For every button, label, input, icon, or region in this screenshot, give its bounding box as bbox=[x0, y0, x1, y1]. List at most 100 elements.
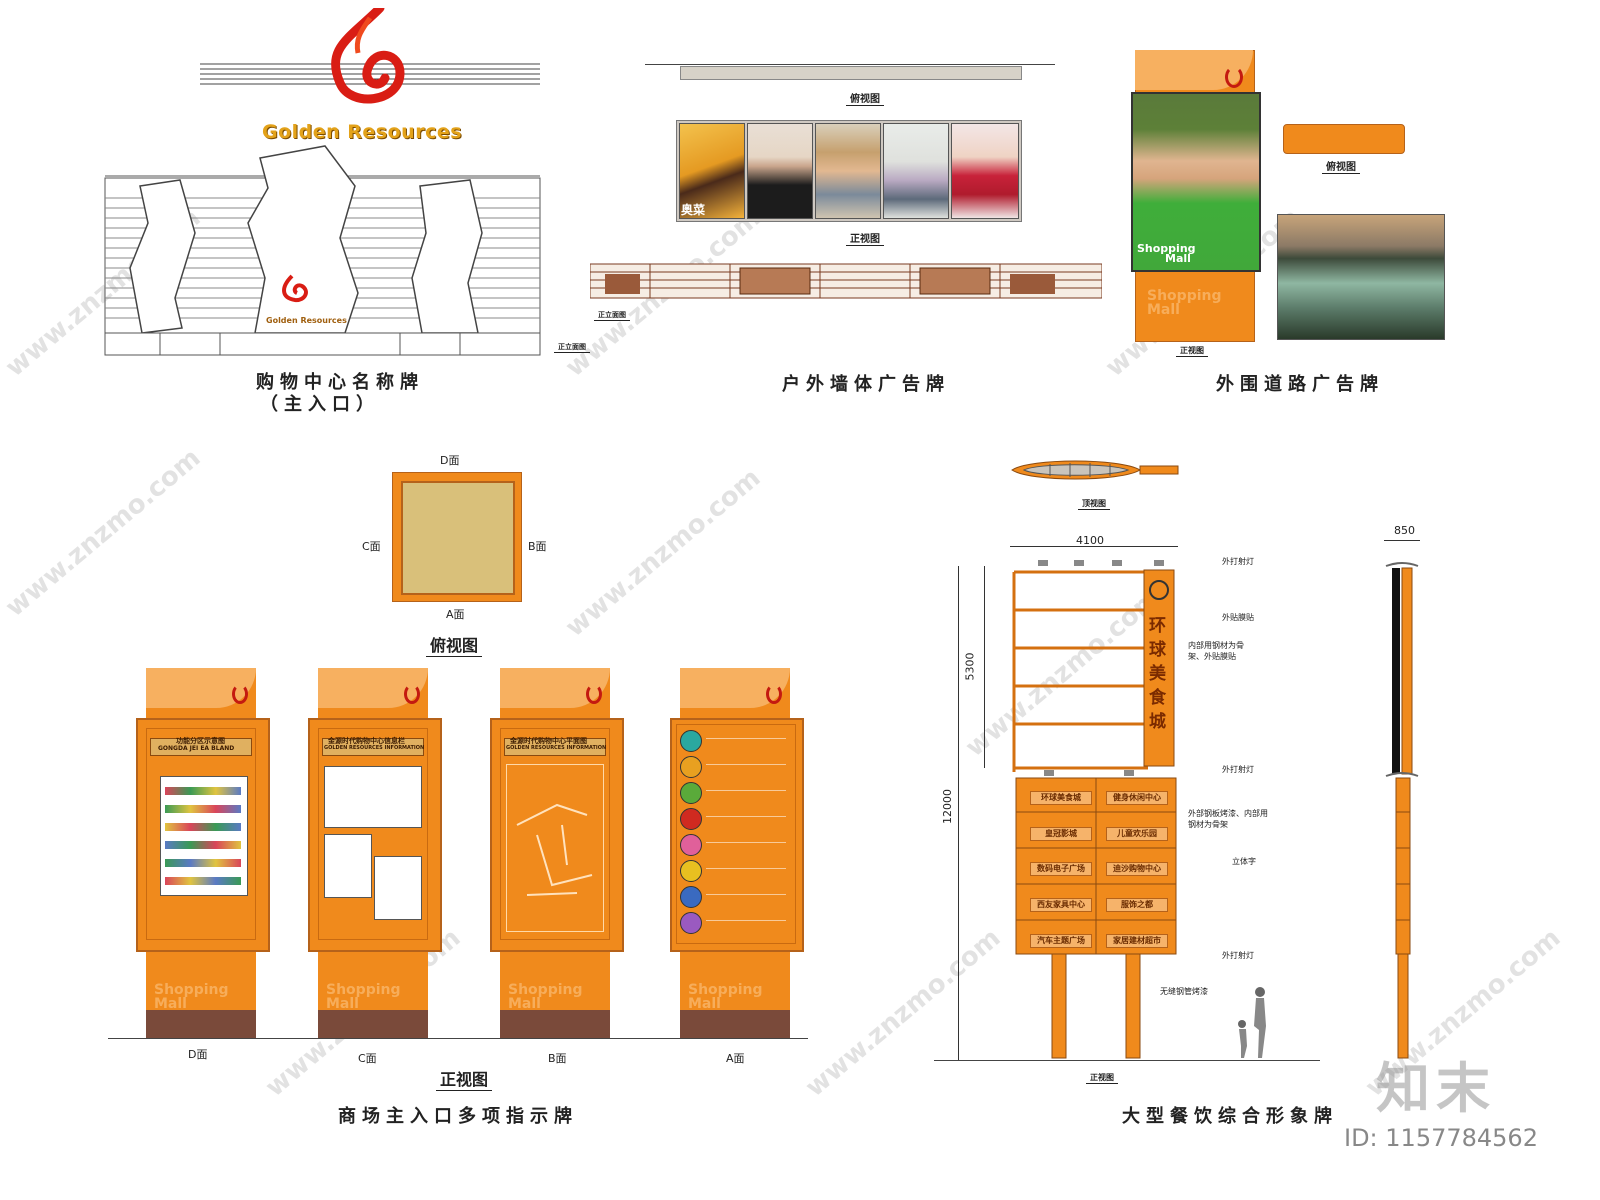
face-c-label: C面 bbox=[362, 540, 381, 553]
shopping-emboss: Shopping bbox=[688, 982, 763, 998]
totem-logo-icon bbox=[586, 684, 602, 704]
totem-b-subtitle: GOLDEN RESOURCES INFORMATION bbox=[506, 745, 607, 751]
mall-building-elevation bbox=[104, 3, 541, 356]
dining-top-view-label: 顶视图 bbox=[1078, 498, 1110, 510]
dining-vertical-title: 环球美食城 bbox=[1149, 616, 1166, 732]
dining-note: 外打射灯 bbox=[1222, 951, 1254, 960]
shopping-text: Shopping bbox=[1137, 242, 1196, 255]
face-b-label: B面 bbox=[528, 540, 547, 553]
mall-emboss: Mall bbox=[508, 996, 541, 1012]
dining-note: 外打射灯 bbox=[1222, 765, 1254, 774]
outdoor-wall-ad-caption: 户外墙体广告牌 bbox=[782, 374, 950, 395]
directory-totem-c: 金源时代购物中心信息栏 GOLDEN RESOURCES INFORMATION… bbox=[308, 668, 442, 1038]
totem-logo-icon bbox=[766, 684, 782, 704]
category-icon bbox=[680, 886, 702, 908]
shopping-emboss: Shopping bbox=[154, 982, 229, 998]
model-photo bbox=[747, 123, 813, 219]
totem-b-title: 金源时代购物中心平面图 bbox=[510, 737, 587, 745]
totem-d-subtitle: GONGDA JEI EA BLAND bbox=[158, 745, 235, 752]
dining-row-pill: 家居建材超市 bbox=[1106, 934, 1168, 948]
category-icon bbox=[680, 730, 702, 752]
mall-emboss: Mall bbox=[1147, 302, 1180, 318]
dining-row-pill: 迪沙购物中心 bbox=[1106, 862, 1168, 876]
info-board bbox=[324, 766, 422, 828]
face-a-bottom: A面 bbox=[726, 1052, 745, 1065]
road-top-view-label: 俯视图 bbox=[1322, 158, 1360, 174]
category-icon bbox=[680, 912, 702, 934]
face-a-label: A面 bbox=[446, 608, 465, 621]
wall-ad-front-view-label: 正视图 bbox=[846, 230, 884, 246]
directory-front-view-label: 正视图 bbox=[436, 1066, 493, 1091]
watermark: www.znzmo.com bbox=[0, 442, 207, 623]
dining-note: 立体字 bbox=[1232, 857, 1256, 866]
dining-note: 外贴膜贴 bbox=[1222, 613, 1254, 622]
dining-ground-line bbox=[934, 1060, 1320, 1061]
mall-name-sign-drawing bbox=[100, 3, 550, 358]
info-board bbox=[324, 834, 372, 898]
dining-note: 外部钢板烤漆、内部用钢材为骨架 bbox=[1188, 809, 1268, 829]
dining-row-pill: 数码电子广场 bbox=[1030, 862, 1092, 876]
dining-top-plan bbox=[1010, 458, 1180, 482]
category-icon bbox=[680, 756, 702, 778]
model-photo-large bbox=[1131, 92, 1261, 272]
mall-emboss: Mall bbox=[326, 996, 359, 1012]
dining-side-view bbox=[1384, 560, 1420, 1060]
mall-text: Mall bbox=[1165, 252, 1191, 265]
category-icon bbox=[680, 860, 702, 882]
okana-text: 奥菜 bbox=[681, 203, 706, 217]
model-photo bbox=[815, 123, 881, 219]
mall-emboss: Mall bbox=[154, 996, 187, 1012]
golden-resources-brand: Golden Resources bbox=[262, 121, 463, 143]
dining-side-dim: 850 bbox=[1394, 524, 1415, 537]
entrance-directory-caption: 商场主入口多项指示牌 bbox=[338, 1106, 578, 1127]
face-b-bottom: B面 bbox=[548, 1052, 567, 1065]
dining-upper-dim: 5300 bbox=[963, 652, 977, 681]
watermark: www.znzmo.com bbox=[800, 922, 1007, 1103]
face-c-bottom: C面 bbox=[358, 1052, 377, 1065]
face-d-label: D面 bbox=[440, 454, 460, 467]
dining-width-dim-line bbox=[1010, 546, 1178, 547]
directory-top-view-label: 俯视图 bbox=[426, 632, 483, 657]
totem-c-subtitle: GOLDEN RESOURCES INFORMATION bbox=[324, 745, 425, 751]
totem-d-title: 功能分区示意图 bbox=[176, 737, 225, 745]
shopping-emboss: Shopping bbox=[508, 982, 583, 998]
wall-ad-top-view-label: 俯视图 bbox=[846, 90, 884, 106]
shopping-emboss: Shopping bbox=[326, 982, 401, 998]
road-logo-icon bbox=[1225, 66, 1243, 88]
mall-emboss: Mall bbox=[688, 996, 721, 1012]
wall-ad-elevation bbox=[589, 260, 1103, 300]
model-photo bbox=[951, 123, 1019, 219]
mall-elevation-label: 正立面图 bbox=[554, 342, 590, 353]
totem-logo-icon bbox=[404, 684, 420, 704]
category-icon bbox=[680, 782, 702, 804]
perimeter-road-ad-caption: 外围道路广告牌 bbox=[1216, 374, 1384, 395]
wall-ad-top-plan bbox=[680, 66, 1022, 80]
road-billboard: Shopping Mall Shopping Mall bbox=[1131, 50, 1261, 342]
floor-map bbox=[160, 776, 248, 896]
dining-row-pill: 环球美食城 bbox=[1030, 791, 1092, 805]
dining-total-dim-line bbox=[958, 566, 959, 1060]
dining-row-pill: 健身休闲中心 bbox=[1106, 791, 1168, 805]
totem-c-title: 金源时代购物中心信息栏 bbox=[328, 737, 405, 745]
directory-totem-d: 功能分区示意图 GONGDA JEI EA BLAND Shopping Mal… bbox=[136, 668, 270, 1038]
site-plan bbox=[506, 764, 604, 932]
mall-name-sign-caption: 购物中心名称牌 bbox=[256, 372, 424, 393]
dining-row-pill: 儿童欢乐园 bbox=[1106, 827, 1168, 841]
image-id: ID: 1157784562 bbox=[1344, 1124, 1538, 1152]
wall-ad-top-line bbox=[645, 64, 1055, 65]
znzmo-logo: 知末 bbox=[1376, 1057, 1496, 1120]
directory-ground-line bbox=[108, 1038, 808, 1039]
dining-row-pill: 西友家具中心 bbox=[1030, 898, 1092, 912]
dining-note: 外打射灯 bbox=[1222, 557, 1254, 566]
face-d-bottom: D面 bbox=[188, 1048, 208, 1061]
dining-note: 无缝钢管烤漆 bbox=[1160, 987, 1208, 996]
dining-front-view-label: 正视图 bbox=[1086, 1072, 1118, 1084]
dining-total-dim: 12000 bbox=[941, 789, 954, 824]
wall-ad-billboard: 奥菜 bbox=[676, 120, 1022, 222]
info-board bbox=[374, 856, 422, 920]
category-icon bbox=[680, 808, 702, 830]
model-photo bbox=[883, 123, 949, 219]
dining-sign-caption: 大型餐饮综合形象牌 bbox=[1122, 1106, 1338, 1127]
directory-top-plan bbox=[392, 472, 522, 602]
watermark: www.znzmo.com bbox=[560, 462, 767, 643]
